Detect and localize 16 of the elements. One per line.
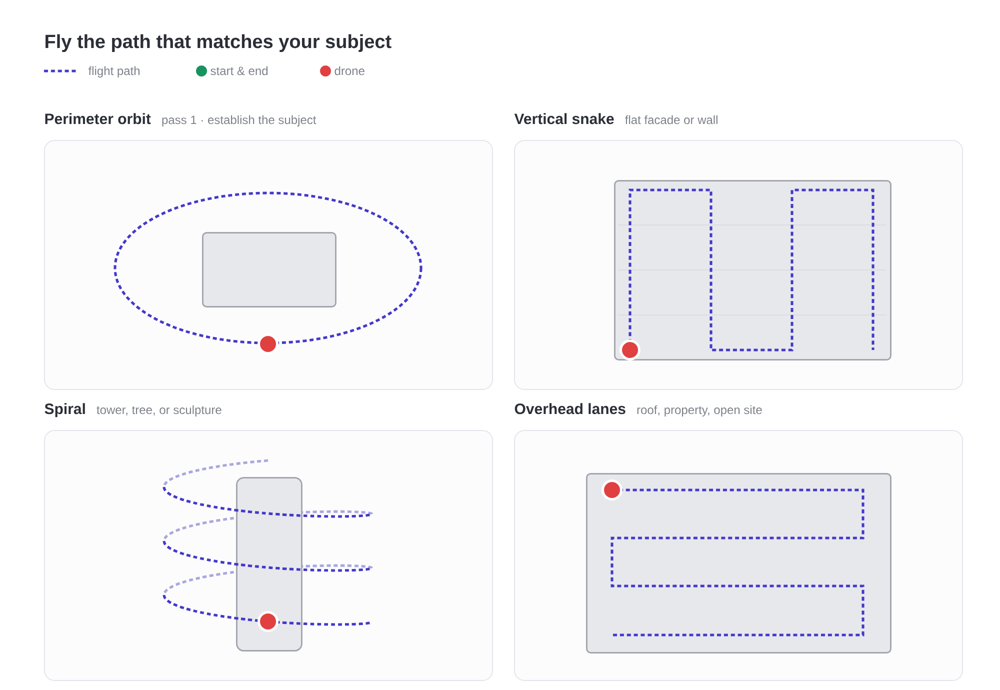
title: Fly the path that matches your subject — [46, 34, 392, 52]
panel-heading: Spiral — [44, 403, 85, 418]
site-block — [586, 473, 892, 654]
legend-label: drone — [334, 66, 364, 76]
panel-heading: Overhead lanes — [514, 403, 626, 414]
legend-label: flight path — [88, 66, 140, 78]
panel-subtitle: flat facade or wall — [625, 115, 718, 124]
tower-block — [236, 477, 302, 652]
facade-block — [614, 180, 892, 360]
panel-subtitle: roof, property, open site — [637, 405, 762, 416]
panel-subtitle: tower, tree, or sculpture — [96, 405, 222, 416]
panel-heading: Perimeter orbit — [45, 113, 151, 124]
legend-label: start & end — [210, 66, 268, 76]
panel-subtitle: pass 1 · establish the subject — [162, 115, 316, 126]
subject-block — [202, 232, 336, 308]
panel-heading: Vertical snake — [514, 113, 614, 124]
